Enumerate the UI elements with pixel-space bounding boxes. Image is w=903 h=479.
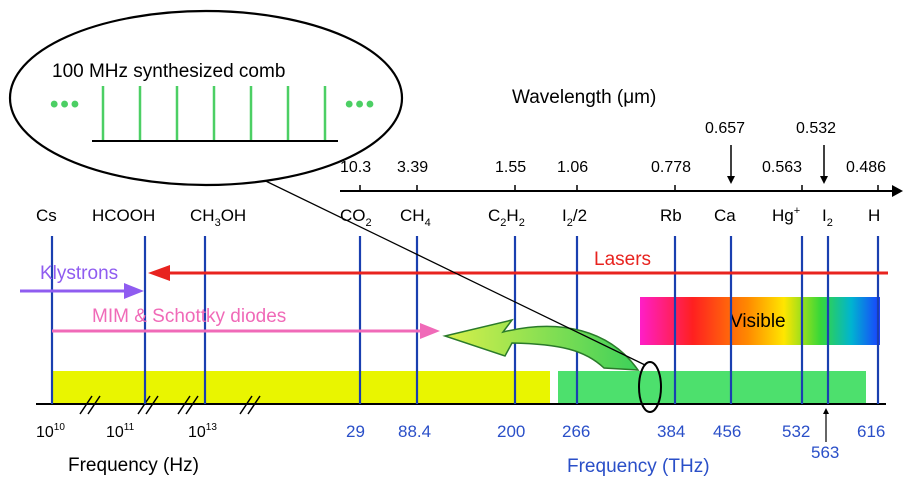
comb-dots-left: ••• bbox=[50, 91, 81, 118]
wl-tick-0.778: 0.778 bbox=[651, 159, 691, 176]
ref-label-ch4: CH4 bbox=[400, 206, 431, 229]
tick-arrow-0532 bbox=[820, 176, 828, 184]
klystrons-label: Klystrons bbox=[40, 263, 118, 284]
lasers-arrowhead bbox=[148, 265, 170, 281]
zoom-connector-line bbox=[211, 154, 646, 366]
wl-tick-0.563: 0.563 bbox=[762, 159, 802, 176]
ref-label-co2: CO2 bbox=[340, 206, 372, 229]
wl-tick-10.3: 10.3 bbox=[340, 159, 371, 176]
frequency-hz-title: Frequency (Hz) bbox=[68, 455, 199, 476]
thz-tick-563: 563 bbox=[811, 443, 839, 462]
tick-arrow-0657 bbox=[727, 176, 735, 184]
transfer-arrow bbox=[442, 318, 640, 371]
ref-label-h: H bbox=[868, 206, 880, 225]
wl-tick-0.532: 0.532 bbox=[796, 120, 836, 137]
lasers-label: Lasers bbox=[594, 249, 651, 270]
mim-label: MIM & Schottky diodes bbox=[92, 306, 286, 327]
mim-arrowhead bbox=[420, 323, 440, 339]
visible-label: Visible bbox=[730, 311, 786, 332]
hz-tick-1e11: 1011 bbox=[106, 422, 135, 441]
ref-label-cs: Cs bbox=[36, 206, 57, 225]
wl-tick-3.39: 3.39 bbox=[397, 159, 428, 176]
ref-label-i2: I2 bbox=[822, 206, 833, 229]
comb-teeth bbox=[101, 86, 327, 140]
ref-label-rb: Rb bbox=[660, 206, 682, 225]
frequency-thz-title: Frequency (THz) bbox=[567, 456, 710, 477]
thz-tick-532: 532 bbox=[782, 422, 810, 441]
thz-tick-88.4: 88.4 bbox=[398, 422, 431, 441]
wavelength-title: Wavelength (μm) bbox=[512, 87, 656, 108]
thz-tick-266: 266 bbox=[562, 422, 590, 441]
klystrons-arrowhead bbox=[124, 283, 144, 299]
thz-563-pointer-head bbox=[823, 408, 829, 414]
zoom-ellipse-small bbox=[638, 361, 662, 413]
ref-label-hcooh: HCOOH bbox=[92, 206, 155, 225]
thz-tick-384: 384 bbox=[657, 422, 685, 441]
hz-tick-1e10: 1010 bbox=[36, 422, 65, 441]
ref-label-ch3oh: CH3OH bbox=[190, 206, 246, 229]
wavelength-axis-arrowhead bbox=[892, 185, 903, 197]
wl-tick-0.486: 0.486 bbox=[846, 159, 886, 176]
ref-label-c2h2: C2H2 bbox=[488, 206, 525, 229]
thz-tick-200: 200 bbox=[497, 422, 525, 441]
low-frequency-band bbox=[52, 371, 550, 404]
ref-label-ca: Ca bbox=[714, 206, 736, 225]
comb-title: 100 MHz synthesized comb bbox=[52, 61, 285, 82]
thz-tick-456: 456 bbox=[713, 422, 741, 441]
wl-tick-0.657: 0.657 bbox=[705, 120, 745, 137]
visible-band bbox=[640, 297, 880, 345]
comb-dots-right: ••• bbox=[345, 91, 376, 118]
optical-frequency-band bbox=[558, 371, 866, 404]
wl-tick-1.06: 1.06 bbox=[557, 159, 588, 176]
axis-break-marks bbox=[79, 395, 261, 415]
hz-tick-1e13: 1013 bbox=[188, 422, 217, 441]
thz-tick-29: 29 bbox=[346, 422, 365, 441]
ref-label-i2half: I2/2 bbox=[562, 206, 587, 229]
thz-tick-616: 616 bbox=[857, 422, 885, 441]
wl-tick-1.55: 1.55 bbox=[495, 159, 526, 176]
ref-label-hg: Hg+ bbox=[772, 205, 800, 225]
